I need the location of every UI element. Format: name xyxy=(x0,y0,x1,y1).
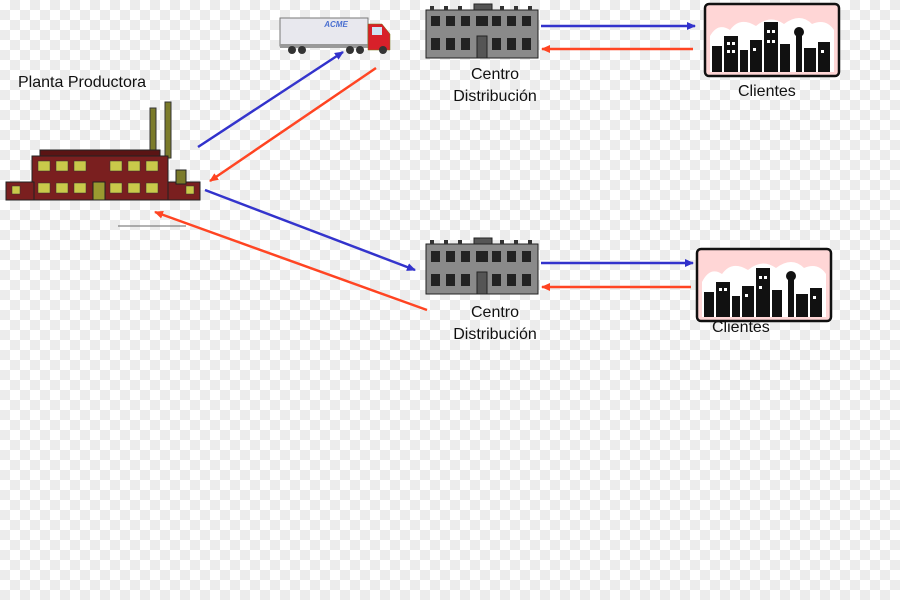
distribution-center-bottom-icon xyxy=(425,237,539,295)
distribution-center-top-icon xyxy=(425,3,539,59)
clients-bottom-icon xyxy=(695,247,833,323)
factory-icon xyxy=(5,101,201,227)
center-bottom-label-line1: Centro xyxy=(470,304,520,321)
truck-logo-text: ACME xyxy=(323,20,348,29)
clients-top-label: Clientes xyxy=(738,83,796,100)
arrow-center-bottom-to-plant xyxy=(154,210,428,312)
center-bottom-label: Centro Distribución xyxy=(430,302,560,346)
arrow-plant-to-center-bottom xyxy=(204,188,416,272)
arrow-center-top-to-plant xyxy=(209,66,377,183)
center-top-label-line1: Centro xyxy=(470,66,520,83)
center-bottom-label-line2: Distribución xyxy=(453,326,537,343)
clients-top-icon xyxy=(703,2,841,78)
truck-icon: ACME xyxy=(279,17,391,54)
clients-bottom-label: Clientes xyxy=(712,319,770,336)
arrow-plant-to-truck xyxy=(197,50,344,149)
plant-label: Planta Productora xyxy=(18,74,147,91)
center-top-label: Centro Distribución xyxy=(430,64,560,108)
center-top-label-line2: Distribución xyxy=(453,88,537,105)
